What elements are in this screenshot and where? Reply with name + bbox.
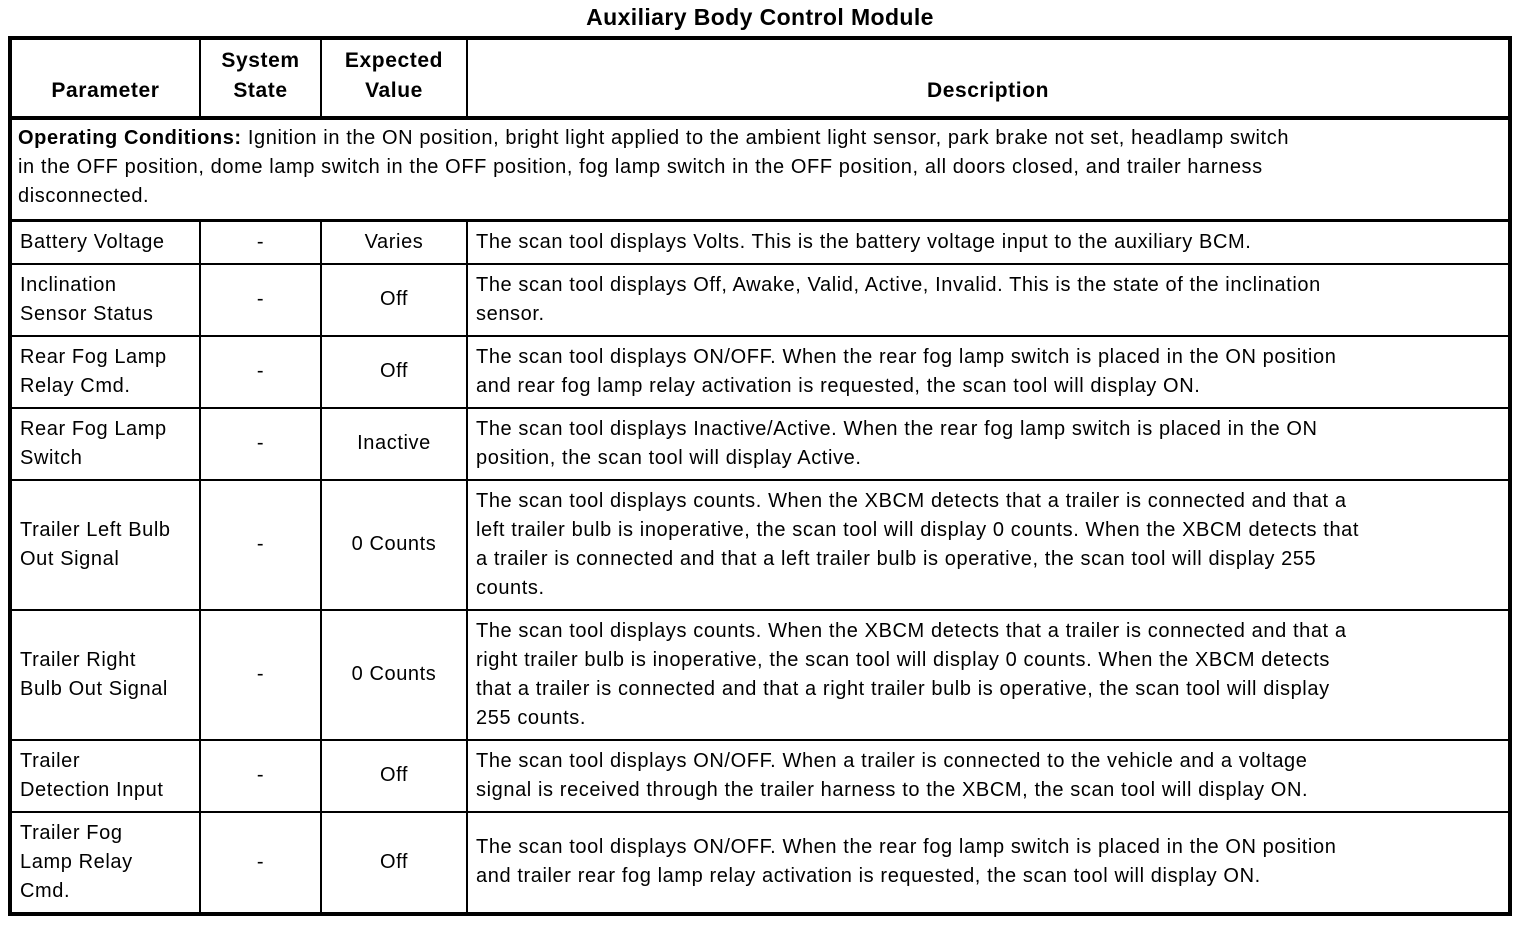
- column-header-expected-value: Expected Value: [320, 37, 468, 120]
- expected-value-cell: Inactive: [320, 406, 468, 481]
- page-title: Auxiliary Body Control Module: [586, 4, 934, 30]
- description-cell: The scan tool displays Off, Awake, Valid…: [466, 262, 1511, 337]
- column-header-parameter: Parameter: [9, 37, 201, 120]
- description-cell: The scan tool displays Volts. This is th…: [466, 219, 1511, 265]
- expected-value-cell: Off: [320, 334, 468, 409]
- table-row-trailer-detection-input: Trailer Detection Input - Off The scan t…: [9, 738, 1511, 813]
- system-state-cell: -: [199, 406, 322, 481]
- expected-value-cell: 0 Counts: [320, 478, 468, 611]
- parameter-cell: Rear Fog Lamp Relay Cmd.: [9, 334, 201, 409]
- description-cell: The scan tool displays counts. When the …: [466, 478, 1511, 611]
- expected-value-cell: Off: [320, 262, 468, 337]
- system-state-cell: -: [199, 478, 322, 611]
- expected-value-cell: Off: [320, 810, 468, 915]
- table-row-rear-fog-lamp-switch: Rear Fog Lamp Switch - Inactive The scan…: [9, 406, 1511, 481]
- system-state-cell: -: [199, 810, 322, 915]
- description-cell: The scan tool displays ON/OFF. When the …: [466, 334, 1511, 409]
- system-state-cell: -: [199, 334, 322, 409]
- description-cell: The scan tool displays ON/OFF. When a tr…: [466, 738, 1511, 813]
- parameters-table: Parameter System State Expected Value De…: [8, 36, 1512, 916]
- expected-value-cell: Varies: [320, 219, 468, 265]
- table-row-inclination-sensor-status: Inclination Sensor Status - Off The scan…: [9, 262, 1511, 337]
- column-header-system-state: System State: [199, 37, 322, 120]
- description-cell: The scan tool displays ON/OFF. When the …: [466, 810, 1511, 915]
- table-row-trailer-right-bulb-out-signal: Trailer Right Bulb Out Signal - 0 Counts…: [9, 608, 1511, 741]
- expected-value-cell: 0 Counts: [320, 608, 468, 741]
- parameter-cell: Battery Voltage: [9, 219, 201, 265]
- table-row-battery-voltage: Battery Voltage - Varies The scan tool d…: [9, 219, 1511, 265]
- operating-conditions-cell: Operating Conditions: Ignition in the ON…: [9, 116, 1511, 222]
- system-state-cell: -: [199, 219, 322, 265]
- parameter-cell: Inclination Sensor Status: [9, 262, 201, 337]
- description-cell: The scan tool displays counts. When the …: [466, 608, 1511, 741]
- operating-conditions-label: Operating Conditions:: [18, 126, 242, 149]
- description-cell: The scan tool displays Inactive/Active. …: [466, 406, 1511, 481]
- parameter-cell: Trailer Detection Input: [9, 738, 201, 813]
- system-state-cell: -: [199, 262, 322, 337]
- table-row-trailer-left-bulb-out-signal: Trailer Left Bulb Out Signal - 0 Counts …: [9, 478, 1511, 611]
- parameter-cell: Trailer Left Bulb Out Signal: [9, 478, 201, 611]
- parameter-cell: Rear Fog Lamp Switch: [9, 406, 201, 481]
- header-row: Parameter System State Expected Value De…: [9, 37, 1511, 120]
- operating-conditions-row: Operating Conditions: Ignition in the ON…: [9, 116, 1511, 222]
- parameter-cell: Trailer Fog Lamp Relay Cmd.: [9, 810, 201, 915]
- operating-conditions-text: Ignition in the ON position, bright ligh…: [18, 126, 1290, 207]
- table-row-trailer-fog-lamp-relay-cmd: Trailer Fog Lamp Relay Cmd. - Off The sc…: [9, 810, 1511, 915]
- table-row-rear-fog-lamp-relay-cmd: Rear Fog Lamp Relay Cmd. - Off The scan …: [9, 334, 1511, 409]
- system-state-cell: -: [199, 738, 322, 813]
- column-header-description: Description: [466, 37, 1511, 120]
- expected-value-cell: Off: [320, 738, 468, 813]
- parameter-cell: Trailer Right Bulb Out Signal: [9, 608, 201, 741]
- system-state-cell: -: [199, 608, 322, 741]
